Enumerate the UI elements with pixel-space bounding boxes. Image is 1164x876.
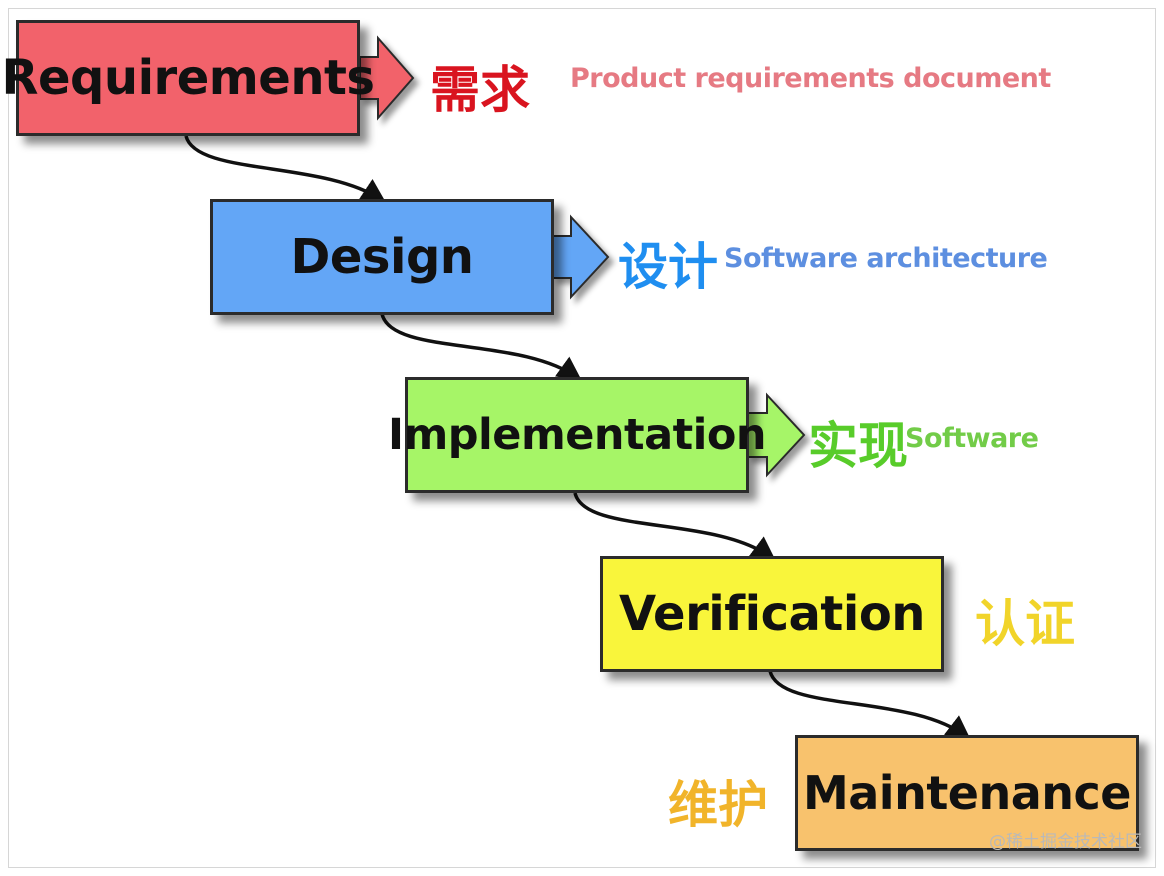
flow-arrow-implementation-verification xyxy=(573,492,776,561)
output-arrow-design xyxy=(552,214,610,300)
output-arrow-requirements xyxy=(359,35,415,121)
flow-arrow-design-implementation xyxy=(380,313,582,381)
flow-arrow-verification-maintenance xyxy=(768,670,971,740)
output-arrow-implementation xyxy=(747,392,806,478)
stage-cn-requirements: 需求 xyxy=(430,61,530,119)
stage-box-implementation: Implementation xyxy=(388,377,767,493)
stage-label-verification: Verification xyxy=(619,586,925,642)
stage-label-implementation: Implementation xyxy=(387,410,767,460)
stage-cn-design: 设计 xyxy=(618,238,718,296)
stage-box-requirements: Requirements xyxy=(2,20,375,136)
stage-label-design: Design xyxy=(290,229,474,285)
output-label-requirements: Product requirements document xyxy=(570,63,1051,94)
stage-box-verification: Verification xyxy=(600,556,944,672)
stage-box-design: Design xyxy=(210,199,554,315)
stage-cn-verification: 认证 xyxy=(975,595,1075,653)
stage-box-maintenance: Maintenance xyxy=(795,735,1139,851)
stage-cn-implementation: 实现 xyxy=(808,417,908,475)
stage-label-maintenance: Maintenance xyxy=(802,766,1132,820)
flow-arrow-requirements-design xyxy=(184,135,387,203)
stage-label-requirements: Requirements xyxy=(1,50,375,106)
stage-cn-maintenance: 维护 xyxy=(668,776,768,834)
watermark: @稀土掘金技术社区 xyxy=(989,832,1142,852)
output-label-design: Software architecture xyxy=(724,243,1048,274)
output-label-implementation: Software xyxy=(905,423,1039,454)
